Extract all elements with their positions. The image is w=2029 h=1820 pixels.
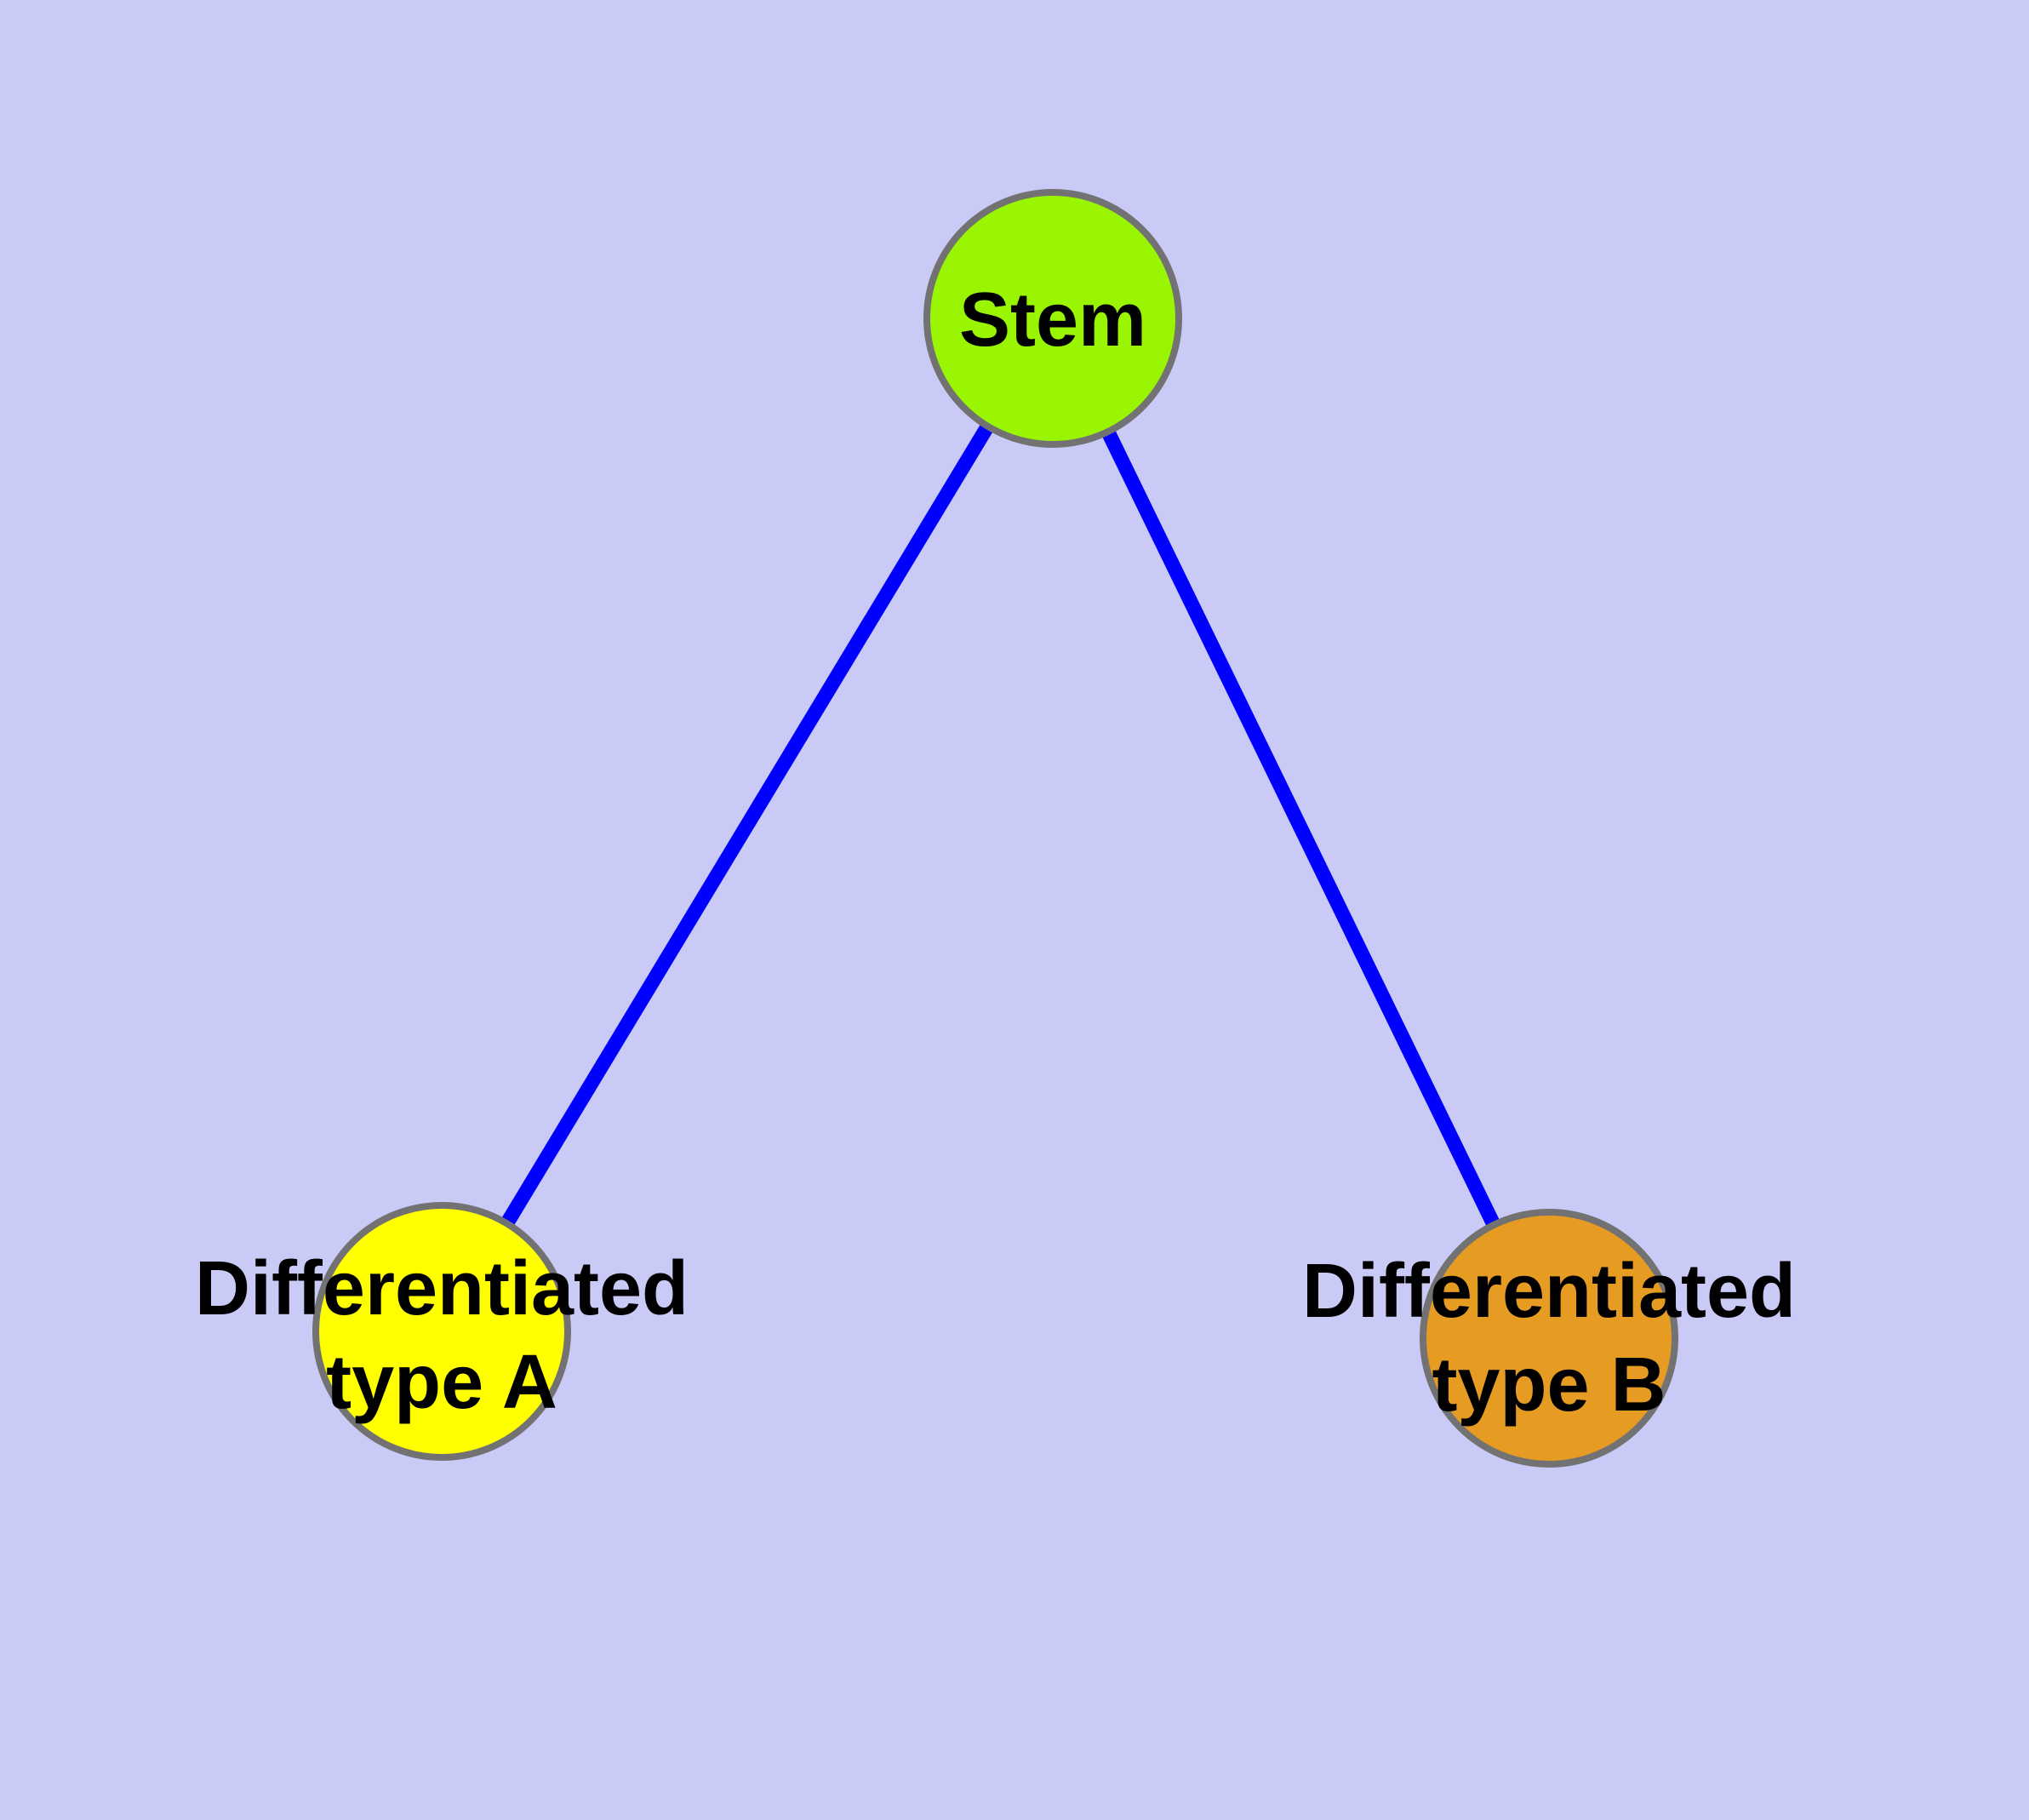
edge-stem-to-type-b <box>1046 315 1556 1342</box>
node-type-b-label-line1: Differentiated <box>1302 1249 1796 1334</box>
node-stem <box>923 189 1182 448</box>
node-differentiated-type-b <box>1420 1209 1678 1468</box>
node-differentiated-type-a <box>312 1202 571 1461</box>
node-type-b-label-line2: type B <box>1432 1342 1666 1428</box>
node-type-a-label-line1: Differentiated <box>195 1246 689 1331</box>
node-type-a-label-line2: type A <box>326 1340 557 1425</box>
node-stem-label: Stem <box>959 278 1146 363</box>
edge-stem-to-type-a <box>435 314 1060 1336</box>
